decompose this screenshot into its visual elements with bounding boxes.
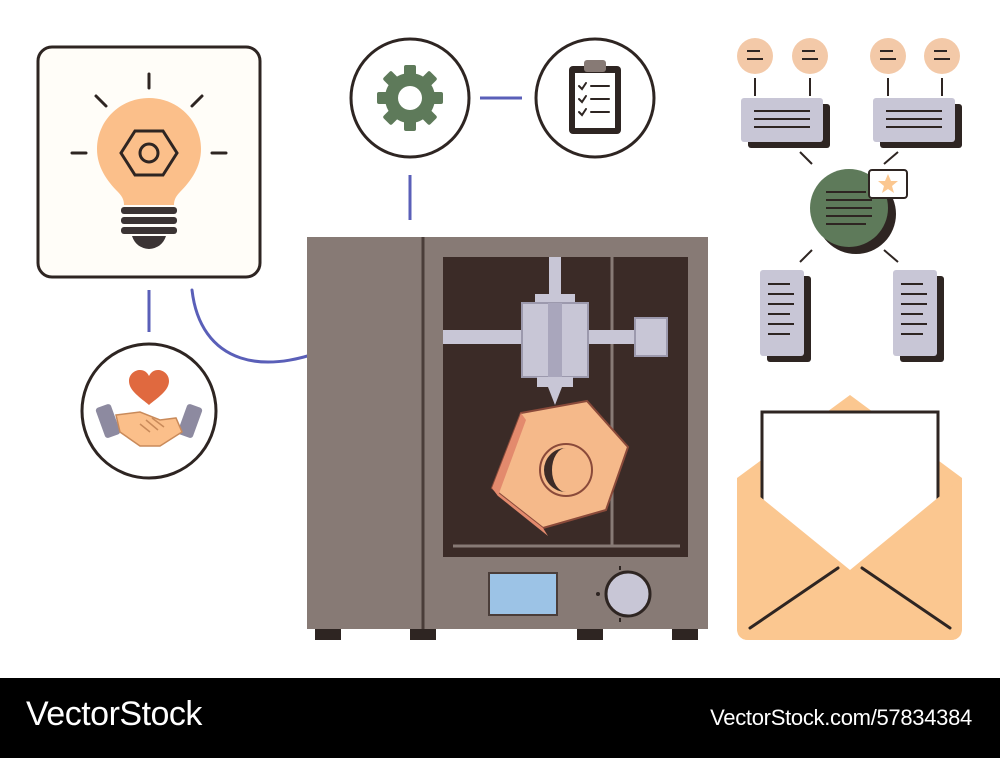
3d-printer-icon <box>307 237 708 640</box>
image-url: VectorStock.com/57834384 <box>710 705 972 730</box>
brand-logo: VectorStock <box>26 695 202 733</box>
illustration <box>36 37 962 640</box>
document-icon <box>893 270 944 362</box>
footer-bar: VectorStock VectorStock.com/57834384 <box>0 678 1000 758</box>
envelope-icon <box>737 395 962 640</box>
avatar-icon <box>792 38 828 74</box>
gear-icon <box>377 65 443 131</box>
heart-icon <box>129 370 169 405</box>
document-icon <box>741 98 830 148</box>
hex-nut-icon <box>490 399 630 536</box>
star-icon <box>878 174 898 193</box>
avatar-icon <box>924 38 960 74</box>
document-icon <box>873 98 962 148</box>
gear-badge <box>349 37 471 159</box>
clipboard-checklist-icon <box>569 60 621 134</box>
avatar-icon <box>870 38 906 74</box>
lightbulb-icon <box>70 72 228 249</box>
handshake-icon <box>95 404 203 447</box>
document-icon <box>760 270 811 362</box>
team-network <box>737 38 962 362</box>
handshake-badge <box>80 342 218 480</box>
avatar-icon <box>737 38 773 74</box>
lightbulb-card <box>36 45 262 279</box>
featured-document-bubble <box>810 169 908 254</box>
clipboard-badge <box>534 37 656 159</box>
hex-nut-icon <box>119 129 179 177</box>
